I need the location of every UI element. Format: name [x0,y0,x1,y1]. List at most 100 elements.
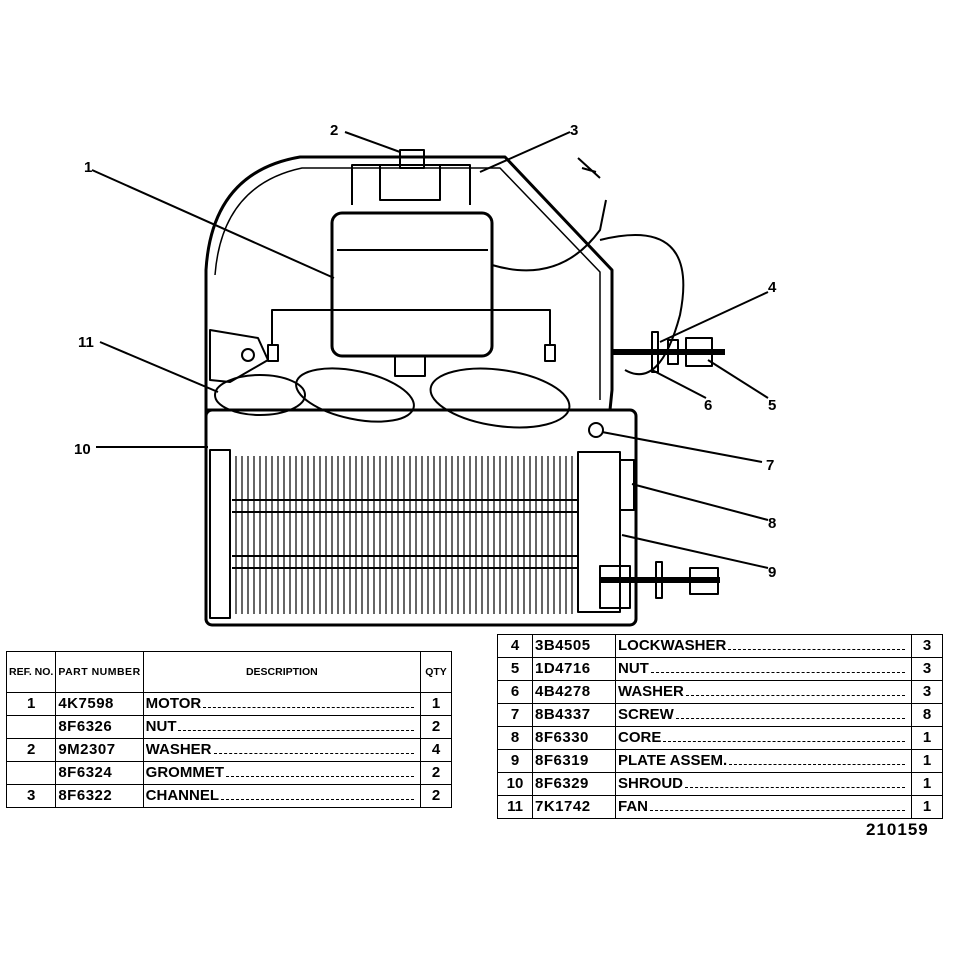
loose-pin [577,157,601,179]
table-row: 8F6324 GROMMET 2 [5,761,452,785]
part-number-cell: 7K1742 [532,795,616,819]
table-row: 8 8F6330 CORE 1 [497,726,943,750]
table-row: 10 8F6329 SHROUD 1 [497,772,943,796]
table-row: 2 9M2307 WASHER 4 [5,738,452,762]
callout-10: 10 [74,441,91,458]
core-right-tank [577,451,621,613]
callout-3: 3 [570,122,578,139]
qty-cell: 8 [911,703,943,727]
description-cell: GROMMET [142,761,422,785]
screw [588,422,604,438]
ref-cell: 2 [5,738,57,762]
part-number-cell: 3B4505 [532,634,616,658]
core-frame [204,408,638,627]
motor-bracket [351,164,471,205]
qty-cell: 1 [420,692,452,716]
parts-table-right: 4 3B4505 LOCKWASHER 3 5 1D4716 NUT 3 6 4… [497,634,943,819]
core-fins [232,456,578,614]
motor-shaft [394,355,426,377]
bracket-hole [241,348,255,362]
grommet-right [544,344,556,362]
drawing-number: 210159 [866,820,929,839]
shroud-inner-line [214,167,601,400]
table-row: 6 4B4278 WASHER 3 [497,680,943,704]
callout-4: 4 [768,279,777,296]
qty-cell: 2 [420,761,452,785]
heater-assembly-diagram: 1 2 3 4 5 6 7 8 9 10 11 [74,122,777,627]
part-number-cell: 4B4278 [532,680,616,704]
table-row: 4 3B4505 LOCKWASHER 3 [497,634,943,658]
description-cell: PLATE ASSEM. [615,749,912,773]
description-text: NUT [618,660,649,677]
description-cell: FAN [615,795,912,819]
callout-11: 11 [78,334,94,351]
description-text: WASHER [145,741,212,758]
callout-8: 8 [768,515,776,532]
wire-1 [491,199,607,272]
channel-bar [271,309,551,345]
motor-body [330,211,494,358]
callout-2: 2 [330,122,338,139]
description-cell: WASHER [615,680,912,704]
ref-cell: 7 [497,703,533,727]
ref-cell: 4 [497,634,533,658]
description-text: CORE [618,729,662,746]
ref-cell: 11 [497,795,533,819]
table-row: 7 8B4337 SCREW 8 [497,703,943,727]
header-part-number: PART NUMBER [55,651,144,693]
left-bracket [209,329,269,383]
ref-cell: 9 [497,749,533,773]
description-cell: SCREW [615,703,912,727]
ref-cell: 8 [497,726,533,750]
part-number-cell: 8F6326 [55,715,144,739]
ref-cell: 5 [497,657,533,681]
description-cell: NUT [142,715,422,739]
header-description: DESCRIPTION [142,651,422,693]
part-number-cell: 8F6324 [55,761,144,785]
table-row: 1 4K7598 MOTOR 1 [5,692,452,716]
description-cell: CHANNEL [142,784,422,808]
description-text: SHROUD [618,775,684,792]
description-text: FAN [618,798,648,815]
part-number-cell: 1D4716 [532,657,616,681]
description-cell: CORE [615,726,912,750]
qty-cell: 3 [911,634,943,658]
table-row: 3 8F6322 CHANNEL 2 [5,784,452,808]
part-number-cell: 8F6330 [532,726,616,750]
ref-cell: 10 [497,772,533,796]
qty-cell: 4 [420,738,452,762]
qty-cell: 1 [911,726,943,750]
table-row: 8F6326 NUT 2 [5,715,452,739]
description-text: SCREW [618,706,674,723]
parts-table-left: REF. NO. PART NUMBER DESCRIPTION QTY 1 4… [5,651,452,808]
lower-stud-assembly [599,561,720,609]
qty-cell: 3 [911,657,943,681]
description-cell: WASHER [142,738,422,762]
table-row: 9 8F6319 PLATE ASSEM. 1 [497,749,943,773]
part-number-cell: 8F6322 [55,784,144,808]
description-cell: SHROUD [615,772,912,796]
core-left-tank [209,449,231,619]
callout-labels: 1 2 3 4 5 6 7 8 9 10 11 [74,122,777,581]
ref-cell: 3 [5,784,57,808]
table-row: 5 1D4716 NUT 3 [497,657,943,681]
callout-7: 7 [766,457,774,474]
qty-cell: 1 [911,772,943,796]
description-cell: NUT [615,657,912,681]
description-text: MOTOR [145,695,202,712]
housing-outline [204,155,614,620]
qty-cell: 1 [911,795,943,819]
wire-2 [599,234,685,376]
part-number-cell: 8F6329 [532,772,616,796]
description-cell: MOTOR [142,692,422,716]
description-text: GROMMET [145,764,224,781]
leader-lines [91,131,769,569]
callout-5: 5 [768,397,776,414]
callout-6: 6 [704,397,712,414]
table-row: 11 7K1742 FAN 1 [497,795,943,819]
description-text: LOCKWASHER [618,637,727,654]
part-number-cell: 4K7598 [55,692,144,716]
callout-1: 1 [84,159,92,176]
ref-cell: 6 [497,680,533,704]
part-number-cell: 8F6319 [532,749,616,773]
